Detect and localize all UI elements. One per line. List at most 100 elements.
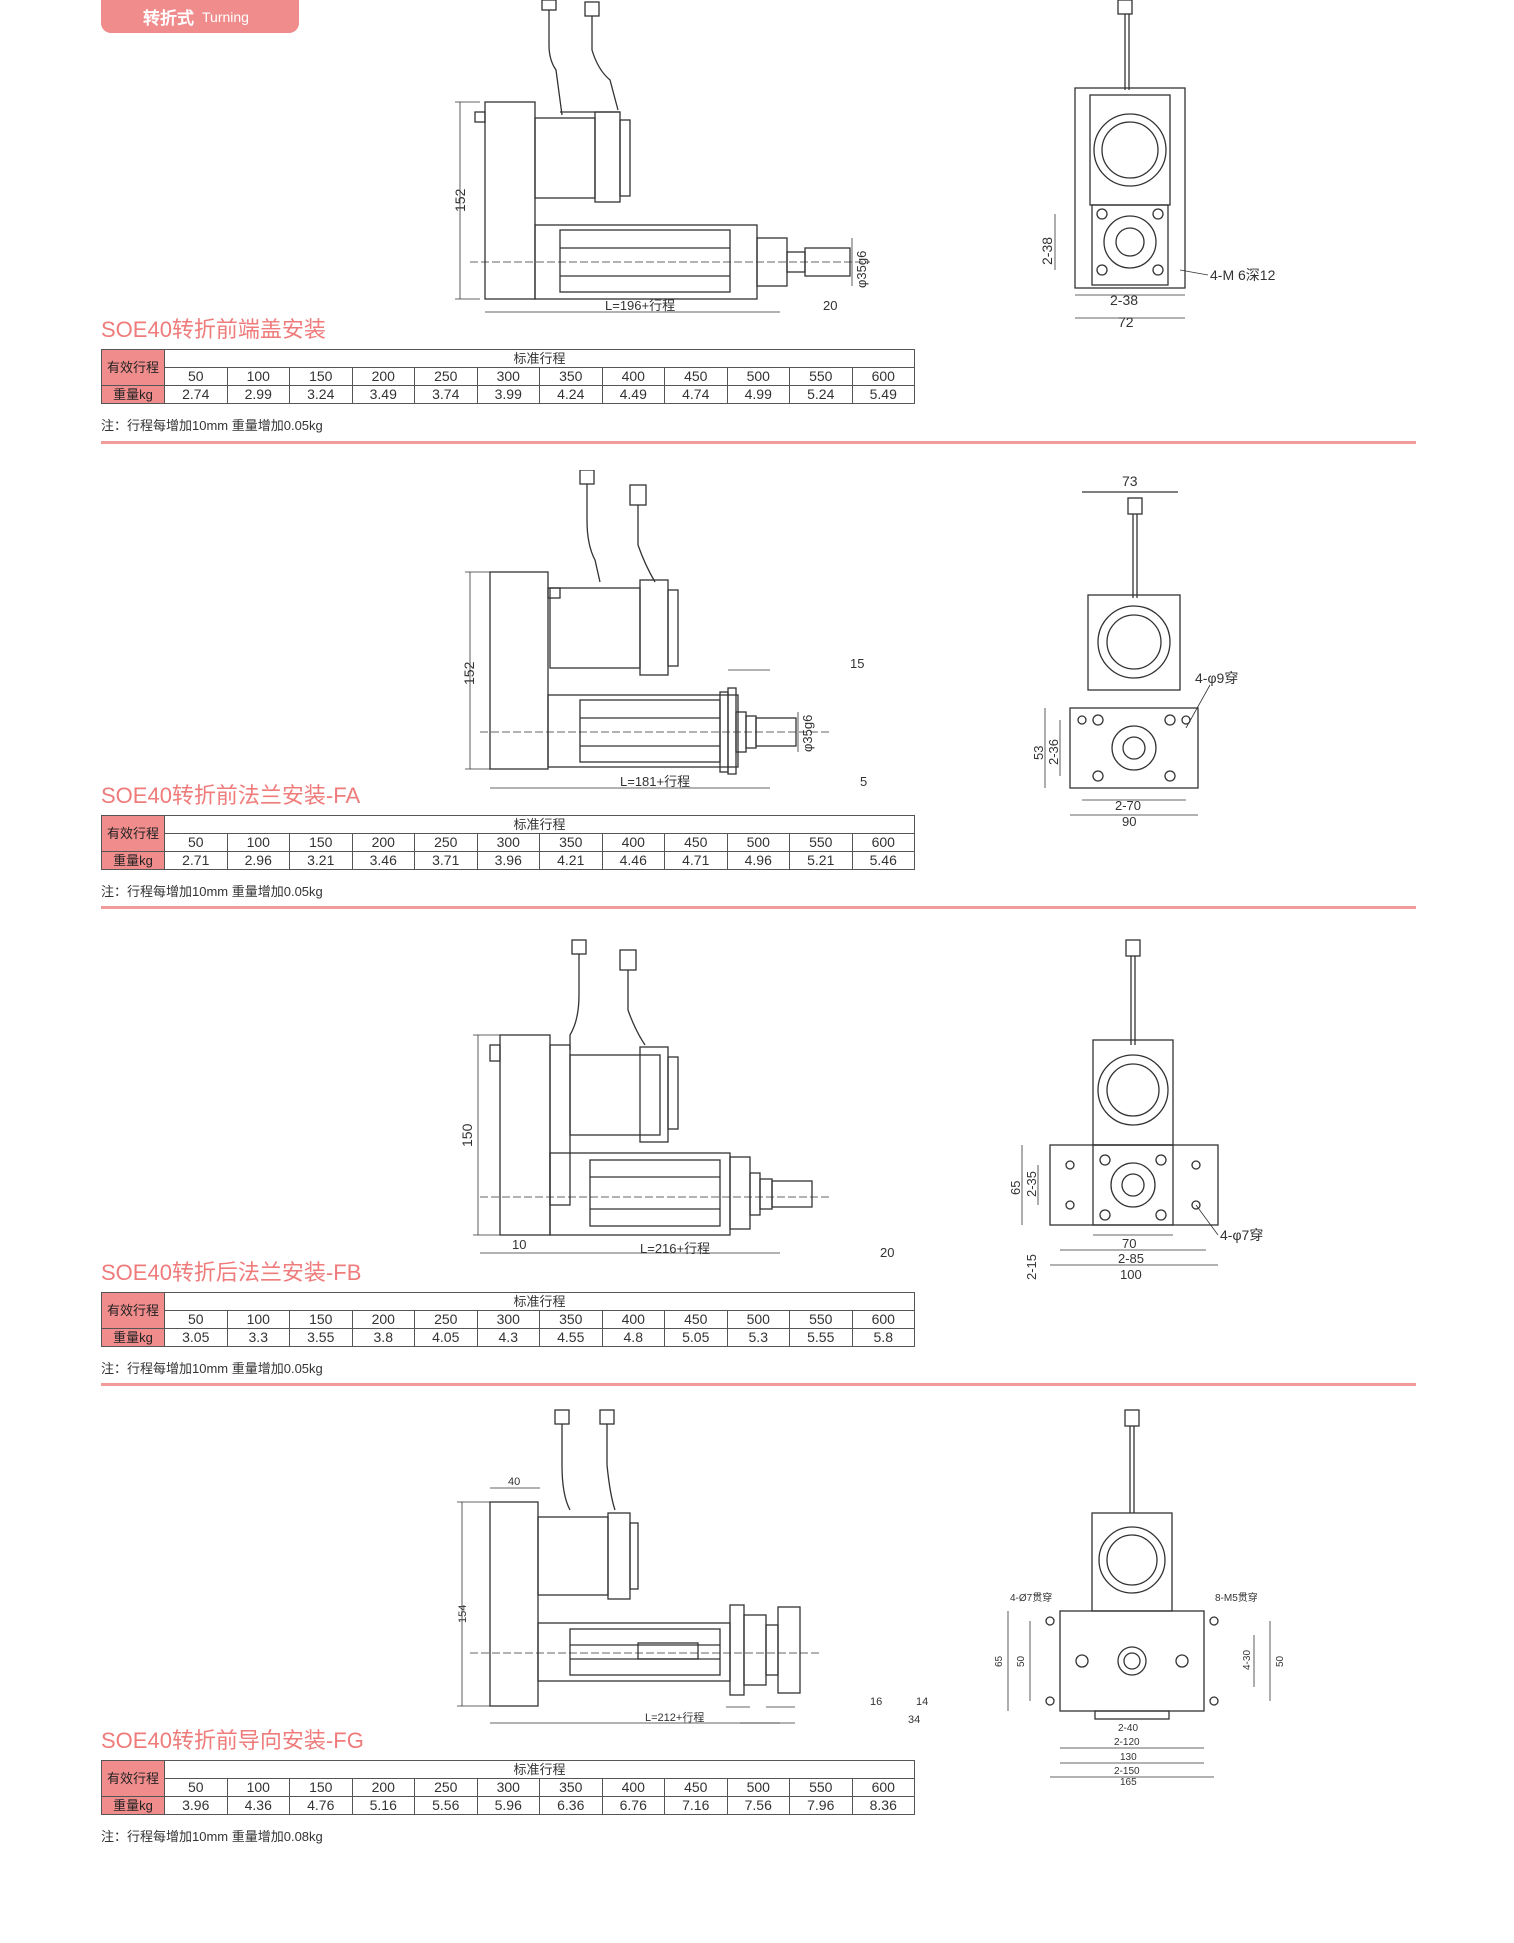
table-cell: 600 <box>851 833 915 852</box>
section-1-weight-row: 重量kg 2.74 2.99 3.24 3.49 3.74 3.99 4.24 … <box>101 385 915 404</box>
table-cell: 3.46 <box>351 851 415 870</box>
table-cell: 500 <box>726 833 790 852</box>
table-cell: 200 <box>351 1310 415 1329</box>
section-2-weight-row: 重量kg 2.71 2.96 3.21 3.46 3.71 3.96 4.21 … <box>101 851 915 870</box>
table-cell: 550 <box>789 1778 853 1797</box>
section-4-dim-b1: 2-40 <box>1118 1723 1138 1734</box>
table-cell: 450 <box>664 833 728 852</box>
section-4-side-view: 154 40 L=212+行程 16 14 34 <box>450 1405 950 1735</box>
table-cell: 3.24 <box>289 385 353 404</box>
section-2-title: SOE40转折前法兰安装-FA <box>101 783 361 808</box>
section-4-dim-holes-left: 4-Ø7贯穿 <box>1010 1591 1052 1604</box>
table-cell: 3.96 <box>164 1796 228 1815</box>
section-3-dim-end: 20 <box>880 1245 894 1260</box>
table-cell: 150 <box>289 833 353 852</box>
table-cell: 4.46 <box>601 851 665 870</box>
table-cell: 4.3 <box>476 1328 540 1347</box>
section-1-stroke-label: 有效行程 <box>101 349 165 386</box>
table-cell: 450 <box>664 1778 728 1797</box>
section-4-dim-s4: 50 <box>1275 1655 1286 1667</box>
section-4-dim-holes-right: 8-M5贯穿 <box>1215 1591 1258 1604</box>
section-3-dim-length: L=216+行程 <box>640 1241 710 1256</box>
section-1-dim-length: L=196+行程 <box>605 298 675 313</box>
table-cell: 300 <box>476 367 540 386</box>
table-cell: 150 <box>289 1778 353 1797</box>
section-4-dim-c: 34 <box>908 1714 920 1726</box>
table-cell: 100 <box>226 367 290 386</box>
table-cell: 5.56 <box>414 1796 478 1815</box>
section-4-dim-s2: 50 <box>1016 1655 1027 1667</box>
section-3-stroke-label: 有效行程 <box>101 1292 165 1329</box>
section-2-dim-length: L=181+行程 <box>620 774 690 789</box>
table-cell: 3.74 <box>414 385 478 404</box>
section-2-dim-flange: 15 <box>850 656 864 671</box>
section-4-dim-a: 16 <box>870 1696 882 1708</box>
table-cell: 250 <box>414 367 478 386</box>
table-cell: 7.16 <box>664 1796 728 1815</box>
table-cell: 4.96 <box>726 851 790 870</box>
section-1-dim-height: 152 <box>452 188 468 212</box>
table-cell: 500 <box>726 1310 790 1329</box>
section-4-dim-top: 40 <box>508 1476 520 1488</box>
table-cell: 50 <box>164 1310 228 1329</box>
section-2-dim-height: 152 <box>461 661 477 685</box>
section-1-dim-width: 72 <box>1118 314 1134 330</box>
section-4-stroke-row: 50 100 150 200 250 300 350 400 450 500 5… <box>102 1778 915 1797</box>
section-1-side-view: 152 L=196+行程 20 φ35g6 <box>450 0 950 320</box>
section-1-dim-side-b: 2-38 <box>1110 292 1138 308</box>
section-2-side-view: 152 L=181+行程 15 5 φ35g6 <box>450 470 950 800</box>
table-cell: 4.21 <box>539 851 603 870</box>
section-3-title: SOE40转折后法兰安装-FB <box>101 1260 362 1285</box>
table-cell: 450 <box>664 1310 728 1329</box>
section-2-spec-table: 有效行程 标准行程 50 100 150 200 250 300 350 400… <box>101 815 915 870</box>
table-cell: 2.99 <box>226 385 290 404</box>
section-4-front-view: 4-Ø7贯穿 8-M5贯穿 65 50 4-30 50 2-40 2-120 1… <box>990 1405 1320 1785</box>
section-3-dim-side-a: 65 <box>1008 1181 1023 1195</box>
table-cell: 3.71 <box>414 851 478 870</box>
section-1-dim-side-a: 2-38 <box>1039 237 1055 265</box>
section-1-std-label: 标准行程 <box>164 349 915 368</box>
section-1-weight-label: 重量kg <box>101 385 165 404</box>
table-cell: 8.36 <box>851 1796 915 1815</box>
table-cell: 600 <box>851 367 915 386</box>
table-cell: 200 <box>351 1778 415 1797</box>
table-cell: 4.99 <box>726 385 790 404</box>
section-3-dim-bottom-c: 100 <box>1120 1267 1142 1282</box>
section-2-front-view: 73 4-φ9穿 53 2-36 2-70 90 <box>1030 470 1330 830</box>
section-4-dim-length: L=212+行程 <box>645 1711 704 1724</box>
section-1-front-view: 2-38 2-38 72 4-M 6深12 <box>1030 0 1330 340</box>
table-cell: 4.71 <box>664 851 728 870</box>
table-cell: 450 <box>664 367 728 386</box>
table-cell: 7.56 <box>726 1796 790 1815</box>
section-3-weight-row: 重量kg 3.05 3.3 3.55 3.8 4.05 4.3 4.55 4.8… <box>101 1328 915 1347</box>
table-cell: 250 <box>414 1310 478 1329</box>
table-cell: 550 <box>789 367 853 386</box>
section-3-dim-start: 10 <box>512 1237 526 1252</box>
table-cell: 3.3 <box>226 1328 290 1347</box>
section-4-dim-s3: 4-30 <box>1242 1650 1253 1670</box>
category-tag-en: Turning <box>202 8 249 25</box>
section-1-note: 注：行程每增加10mm 重量增加0.05kg <box>101 418 323 433</box>
section-4-weight-label: 重量kg <box>101 1796 165 1815</box>
table-cell: 400 <box>601 367 665 386</box>
section-2-dim-holes: 4-φ9穿 <box>1195 670 1238 686</box>
table-cell: 5.05 <box>664 1328 728 1347</box>
table-cell: 350 <box>539 1310 603 1329</box>
table-cell: 350 <box>539 1778 603 1797</box>
table-cell: 550 <box>789 833 853 852</box>
table-cell: 600 <box>851 1310 915 1329</box>
table-cell: 300 <box>476 1310 540 1329</box>
section-2-dim-end: 5 <box>860 774 867 789</box>
table-cell: 400 <box>601 833 665 852</box>
section-2-weight-label: 重量kg <box>101 851 165 870</box>
section-3-front-view: 65 2-35 2-15 4-φ7穿 70 2-85 100 <box>1000 935 1330 1295</box>
section-3-dim-bottom-b: 2-85 <box>1118 1251 1144 1266</box>
section-1-dim-shaft: φ35g6 <box>854 251 869 288</box>
table-cell: 4.74 <box>664 385 728 404</box>
table-cell: 5.8 <box>851 1328 915 1347</box>
section-2-std-label: 标准行程 <box>164 815 915 834</box>
section-2-dim-top: 73 <box>1122 473 1138 489</box>
table-cell: 7.96 <box>789 1796 853 1815</box>
table-cell: 300 <box>476 1778 540 1797</box>
section-3-note: 注：行程每增加10mm 重量增加0.05kg <box>101 1361 323 1376</box>
